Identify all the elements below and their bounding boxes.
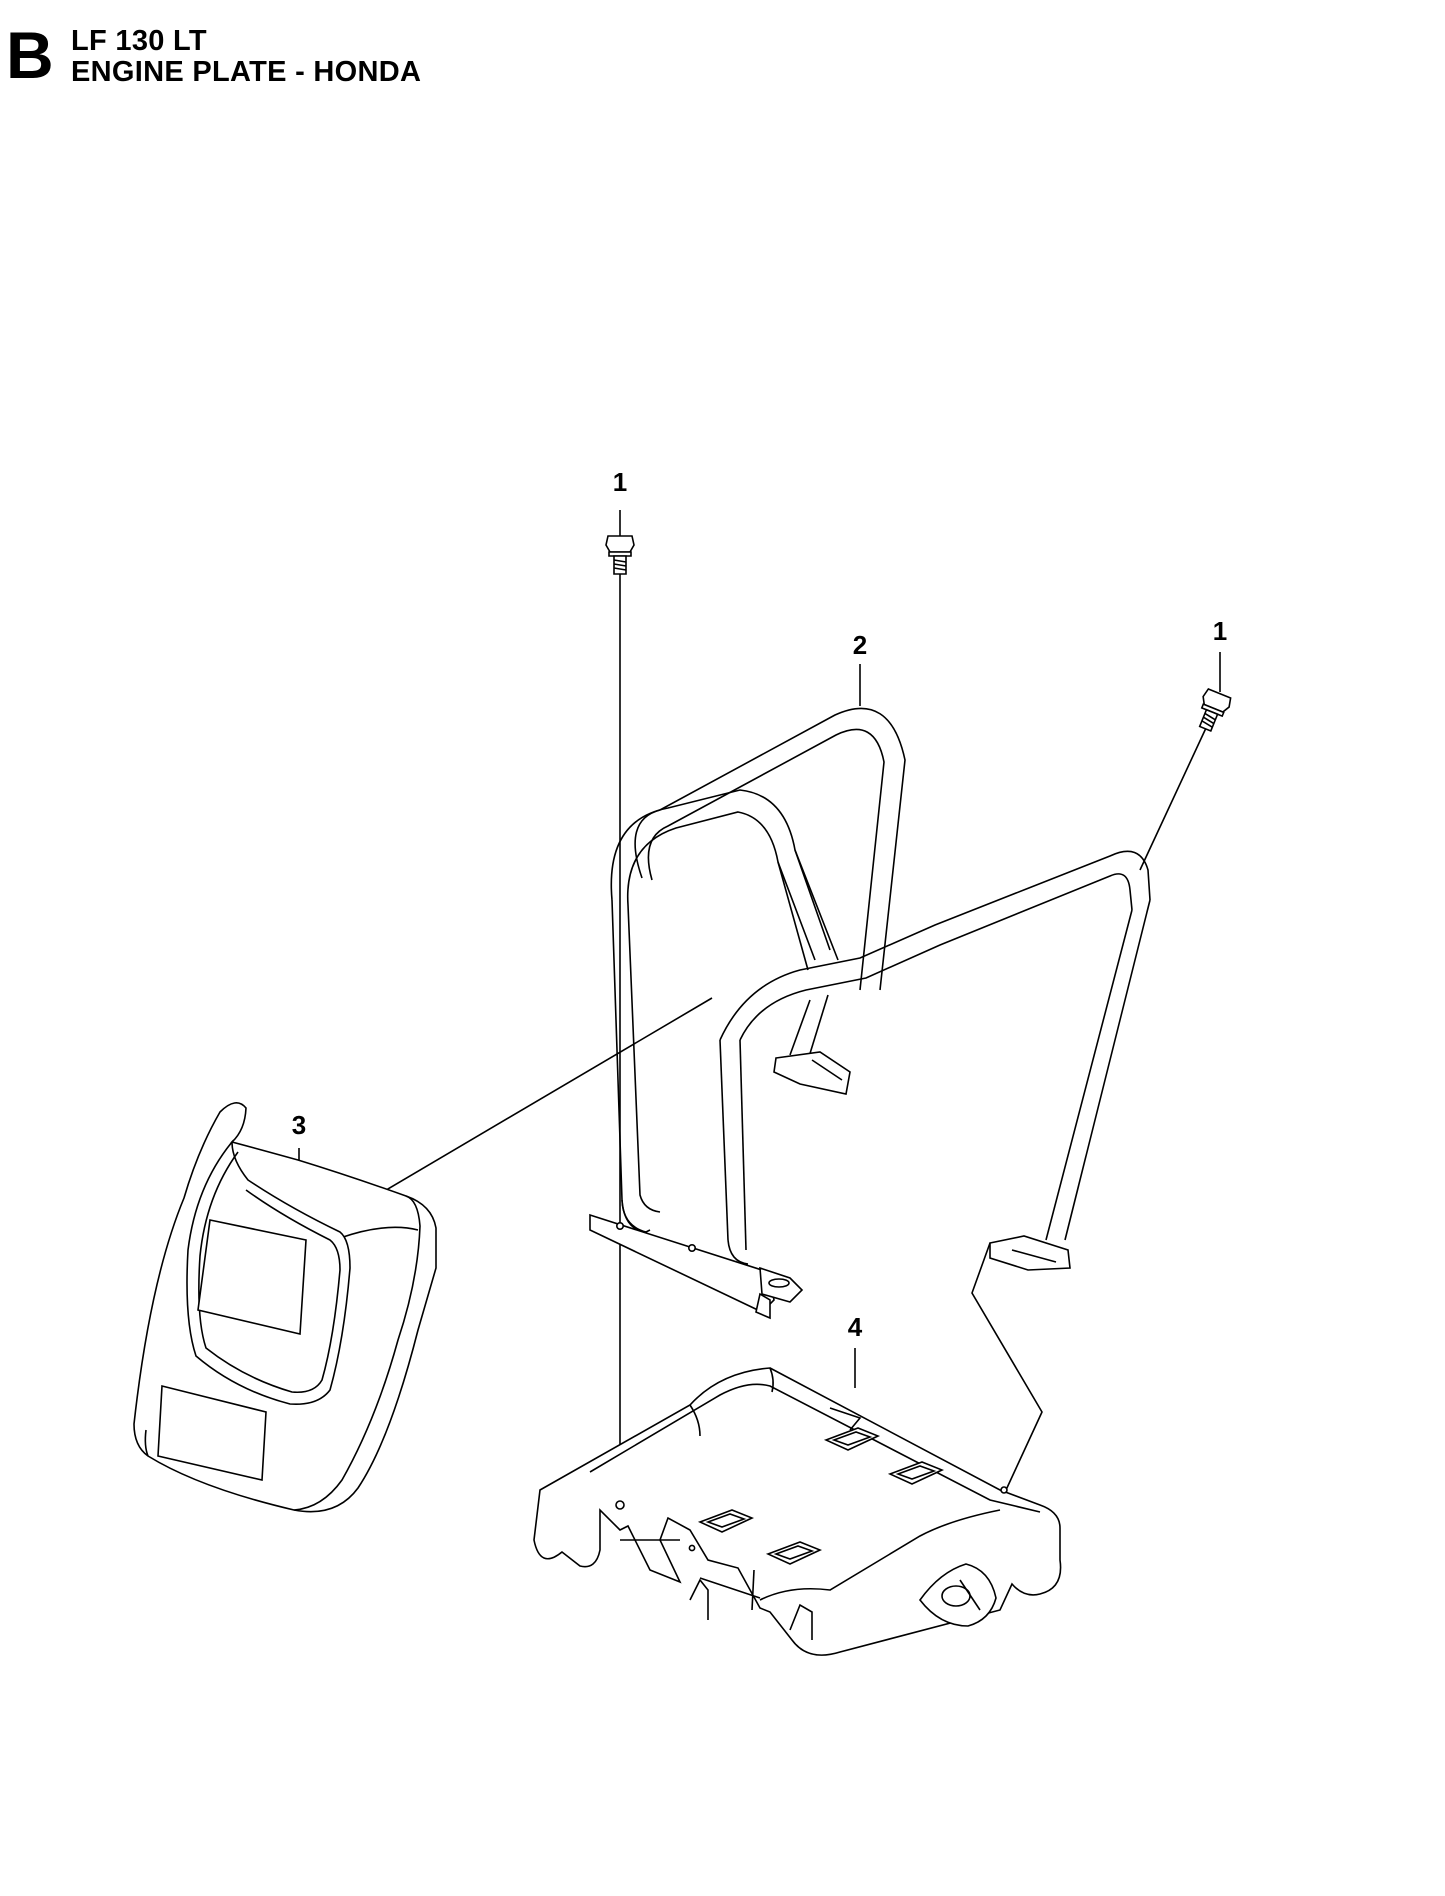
model-name: LF 130 LT <box>71 25 207 57</box>
callout-1-right: 1 <box>1213 616 1227 646</box>
handle-bar-foot-right <box>990 1236 1070 1270</box>
handle-bar-bracket <box>590 1200 802 1318</box>
handle-bar-part <box>611 708 1150 1250</box>
callout-1-left: 1 <box>613 467 627 497</box>
title-block: LF 130 LT ENGINE PLATE - HONDA <box>71 26 421 88</box>
callout-3: 3 <box>292 1110 306 1140</box>
leader-bolt-right <box>1139 727 1207 871</box>
engine-plate-slots <box>700 1428 942 1564</box>
callout-2: 2 <box>853 630 867 660</box>
leader-bar-foot-to-plate <box>971 1242 1043 1491</box>
leader-cover <box>341 997 713 1217</box>
leader-lines <box>298 510 1221 1495</box>
page-title: ENGINE PLATE - HONDA <box>71 56 422 88</box>
handle-bar-foot-center <box>774 1052 850 1094</box>
cover-part <box>134 1103 436 1512</box>
callout-labels: 1 1 2 3 4 <box>292 467 1227 1342</box>
bolt-left-part <box>606 536 634 574</box>
section-letter: B <box>6 18 54 92</box>
engine-plate-part <box>534 1368 1061 1655</box>
bolt-right-part <box>1192 688 1232 734</box>
callout-4: 4 <box>848 1312 863 1342</box>
